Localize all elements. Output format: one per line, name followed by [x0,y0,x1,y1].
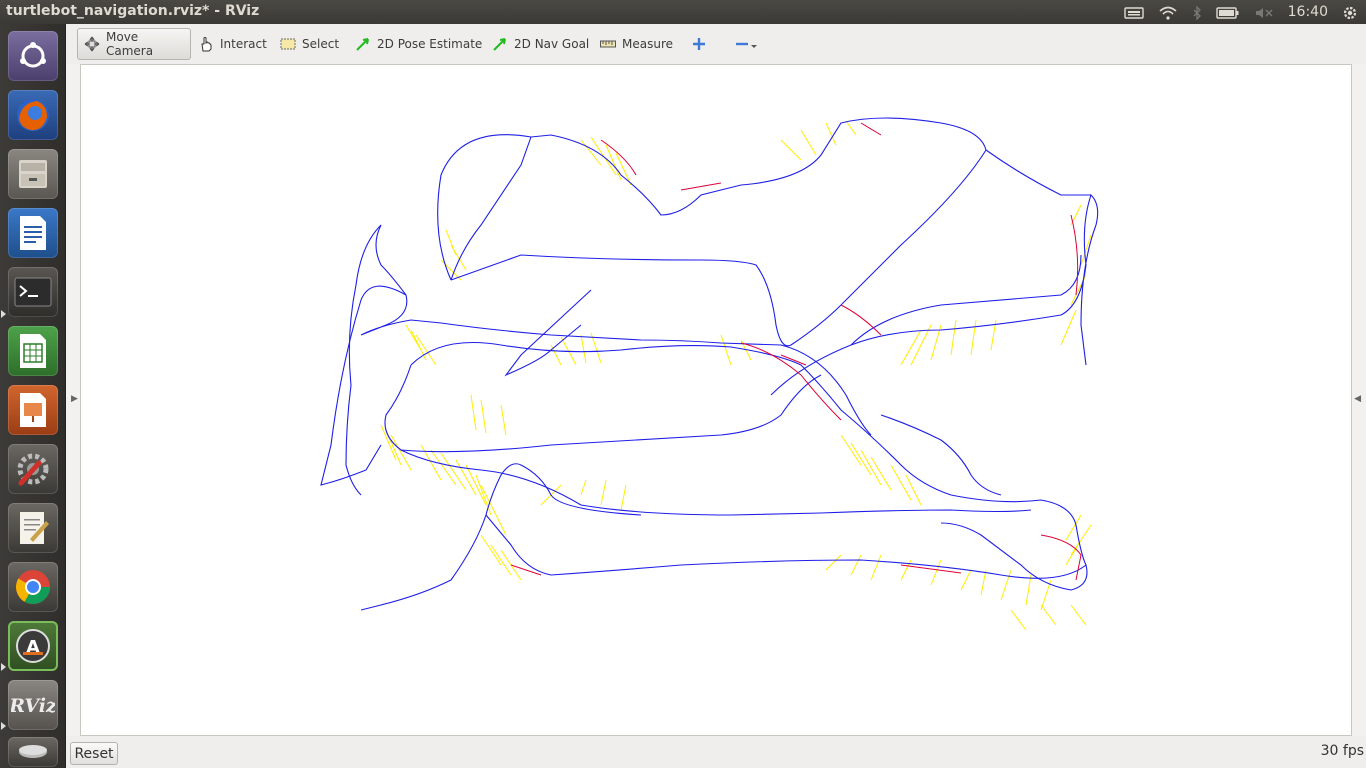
ubuntu-logo-icon [8,31,58,81]
bluetooth-icon[interactable] [1192,5,1202,21]
right-panel-expand-icon[interactable]: ◀ [1354,394,1361,404]
reset-button[interactable]: Reset [70,742,118,765]
launcher-text-editor[interactable] [7,502,59,554]
wifi-icon[interactable] [1158,5,1178,20]
running-indicator [1,722,6,730]
launcher-impress[interactable] [7,384,59,436]
launcher-rviz[interactable]: RViz [7,679,59,731]
launcher-writer[interactable] [7,207,59,259]
rviz-toolbar: Move Camera Interact Select 2D Pose Esti… [66,24,1366,64]
laser-scan-lines [380,120,1092,631]
power-gear-icon[interactable] [1342,5,1358,20]
plus-icon [691,36,707,52]
launcher-settings[interactable] [7,443,59,495]
text-editor-icon [8,503,58,553]
launcher-disk[interactable] [7,736,59,768]
rviz-window: Move Camera Interact Select 2D Pose Esti… [66,24,1366,768]
remove-tool-button[interactable] [728,28,764,60]
left-panel-expand-icon[interactable]: ▶ [71,394,78,404]
launcher-firefox[interactable] [7,89,59,141]
svg-text:RViz: RViz [11,695,55,717]
battery-icon[interactable] [1215,5,1240,19]
measure-button[interactable]: Measure [594,28,679,60]
writer-document-icon [8,208,58,258]
green-arrow-icon [355,36,371,52]
firefox-icon [8,90,58,140]
top-panel: turtlebot_navigation.rviz* - RViz 16:40 [0,0,1366,24]
move-camera-label: Move Camera [106,30,154,58]
select-label: Select [302,37,340,51]
measure-label: Measure [622,37,673,51]
3d-viewport[interactable] [80,64,1352,736]
nav-goal-button[interactable]: 2D Nav Goal [486,28,595,60]
minus-icon [734,36,750,52]
window-title: turtlebot_navigation.rviz* - RViz [6,3,260,19]
launcher-chrome[interactable] [7,561,59,613]
launcher-dash[interactable] [7,30,59,82]
add-tool-button[interactable] [685,28,713,60]
ruler-icon [600,36,616,52]
nav-goal-label: 2D Nav Goal [514,37,590,51]
launcher-calc[interactable] [7,325,59,377]
pose-estimate-label: 2D Pose Estimate [377,37,483,51]
fps-readout: 30 fps [1320,743,1364,759]
status-bar: Reset 30 fps [66,736,1366,768]
disk-drive-icon [8,737,58,767]
spreadsheet-icon [8,326,58,376]
interact-button[interactable]: Interact [192,28,273,60]
hand-pointer-icon [198,36,214,52]
running-indicator [1,310,6,318]
navigation-path-map [320,117,1099,631]
launcher-files[interactable] [7,148,59,200]
running-indicator [1,663,6,671]
presentation-icon [8,385,58,435]
green-arrow-icon [492,36,508,52]
keyboard-icon[interactable] [1123,5,1144,19]
terminal-icon [8,267,58,317]
settings-wrench-icon [8,444,58,494]
chrome-icon [8,562,58,612]
launcher-software-updater[interactable]: A [7,620,59,672]
global-plan-lines [510,122,1082,581]
volume-muted-icon[interactable] [1254,5,1274,19]
move-camera-button[interactable]: Move Camera [77,28,191,60]
clock[interactable]: 16:40 [1287,4,1328,20]
rviz-logo-icon: RViz [8,680,58,730]
select-button[interactable]: Select [274,28,345,60]
system-tray: 16:40 [1123,0,1358,24]
interact-label: Interact [220,37,267,51]
launcher: A RViz [0,24,66,768]
move-camera-icon [84,36,100,52]
select-rectangle-icon [280,36,296,52]
robot-path-lines [320,117,1099,611]
launcher-terminal[interactable] [7,266,59,318]
software-updater-icon: A [8,621,58,671]
pose-estimate-button[interactable]: 2D Pose Estimate [349,28,488,60]
chevron-down-icon[interactable] [750,36,758,52]
file-cabinet-icon [8,149,58,199]
